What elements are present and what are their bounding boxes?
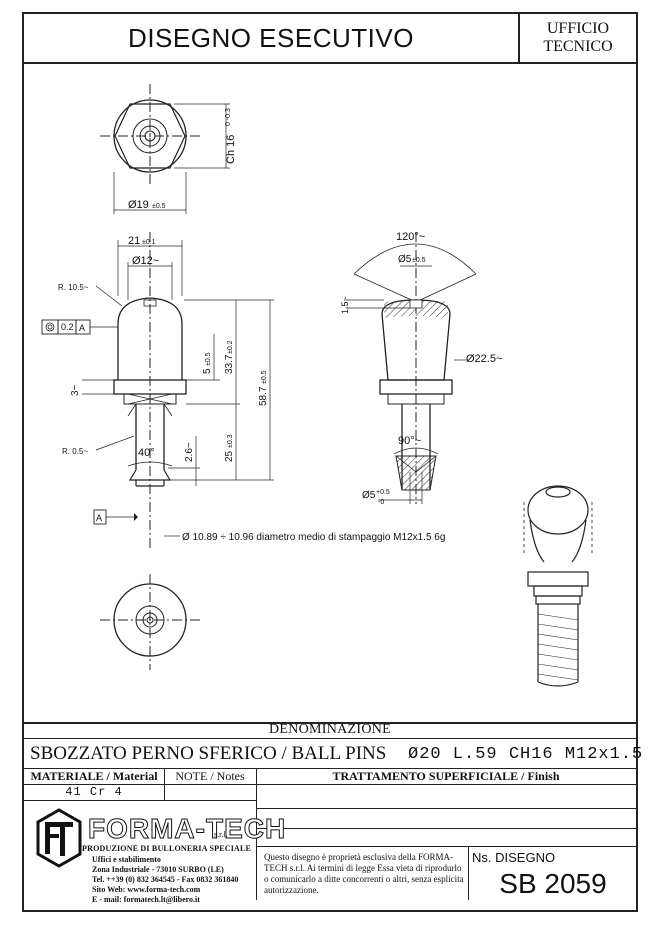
tb-rule-3 bbox=[24, 784, 636, 785]
hex-dim-tol: 0 -0.3 bbox=[225, 108, 232, 126]
tb-rule-2 bbox=[24, 768, 636, 769]
drawing-number: SB 2059 bbox=[499, 868, 607, 899]
ball225-label: Ø22.5~ bbox=[466, 353, 502, 365]
front-view: 21 ±0.1 Ø12~ R. 10.5~ 0.2 A 3~ 5 ±0.5 33… bbox=[41, 232, 445, 548]
hole-dia-tol: ±0.5 bbox=[412, 257, 426, 264]
address-line: Tel. ++39 (0) 832 364545 - Fax 0832 3618… bbox=[92, 875, 239, 884]
thread-note: Ø 10.89 ÷ 10.96 diametro medio di stampa… bbox=[182, 532, 445, 543]
isometric-view bbox=[523, 485, 593, 687]
tb-col-2 bbox=[256, 768, 257, 900]
tb-rule-5 bbox=[256, 808, 636, 809]
company-logo-icon bbox=[36, 808, 82, 868]
dim25-label: 25 bbox=[224, 450, 235, 462]
width21-tol: ±0.1 bbox=[142, 239, 156, 246]
note-header: NOTE / Notes bbox=[175, 768, 245, 783]
drawing-title: DISEGNO ESECUTIVO bbox=[128, 22, 414, 53]
top-dia-label: Ø19 bbox=[128, 199, 149, 211]
dim337-tol: ±0.2 bbox=[227, 340, 234, 354]
company-name: FORMA-TECH bbox=[87, 813, 287, 845]
dim5-label: 5 bbox=[202, 368, 213, 374]
finish-header: TRATTAMENTO SUPERFICIALE / Finish bbox=[332, 768, 560, 783]
concentricity-value: 0.2 bbox=[61, 322, 74, 332]
drawing-number-label: Ns. DISEGNO bbox=[472, 849, 556, 865]
angle120-label: 120°~ bbox=[396, 231, 425, 243]
tb-col-3 bbox=[468, 846, 469, 900]
dim26-label: 2.6~ bbox=[184, 442, 195, 462]
address-line: Zona Industriale - 73010 SURBO (LE) bbox=[92, 865, 224, 874]
part-spec: Ø20 L.59 CH16 M12x1.5 bbox=[408, 744, 644, 764]
denominazione-label: DENOMINAZIONE bbox=[268, 722, 392, 737]
office-label: UFFICIO TECNICO bbox=[520, 14, 636, 62]
dim337-label: 33.7 bbox=[224, 354, 235, 374]
hex-dim-label: Ch 16 bbox=[225, 135, 237, 164]
hole-dia-label: Ø5 bbox=[398, 254, 412, 265]
top-view: Ch 16 0 -0.3 Ø19 ±0.5 bbox=[100, 84, 237, 214]
legal-notice: Questo disegno è proprietà esclusiva del… bbox=[264, 852, 464, 895]
company-address: Uffici e stabilimento Zona Industriale -… bbox=[92, 855, 238, 905]
ball12-label: Ø12~ bbox=[132, 255, 159, 267]
angle40-label: 40° bbox=[138, 447, 155, 459]
tb-rule-7 bbox=[256, 846, 636, 847]
drawing-frame bbox=[22, 12, 638, 912]
header-bottom-divider bbox=[24, 62, 636, 64]
company-tagline: PRODUZIONE DI BULLONERIA SPECIALE bbox=[82, 843, 252, 853]
depth-label: 1.5~ bbox=[340, 296, 350, 314]
header-divider bbox=[518, 14, 520, 62]
dim587-label: 58.7 bbox=[258, 386, 269, 406]
company-suffix: s.r.l. bbox=[214, 829, 228, 839]
section-view: 120°~ Ø5 ±0.5 1.5~ Ø22.5~ 90°~ Ø5 +0.5 -… bbox=[340, 231, 502, 506]
width21-label: 21 bbox=[128, 235, 140, 247]
office-line-1: UFFICIO bbox=[546, 20, 610, 37]
materiale-header: MATERIALE / Material bbox=[30, 768, 158, 783]
dim5-tol: ±0.5 bbox=[205, 352, 212, 366]
technical-drawing: Ch 16 0 -0.3 Ø19 ±0.5 21 ±0.1 bbox=[41, 84, 593, 687]
bottom-hole-tol-up: +0.5 bbox=[376, 489, 390, 496]
angle90-label: 90°~ bbox=[398, 435, 421, 447]
office-line-2: TECNICO bbox=[543, 38, 613, 55]
bottom-hole-label: Ø5 bbox=[362, 490, 376, 501]
material-value: 41 Cr 4 bbox=[65, 785, 123, 799]
bottom-view bbox=[100, 574, 200, 670]
part-name: SBOZZATO PERNO SFERICO / BALL PINS bbox=[30, 743, 387, 764]
radius-neck-label: R. 0.5~ bbox=[62, 447, 88, 456]
bottom-hole-tol-dn: -0 bbox=[378, 499, 384, 506]
tb-top-rule bbox=[24, 722, 636, 724]
tb-rule-6 bbox=[256, 828, 636, 829]
dim25-tol: ±0.3 bbox=[227, 434, 234, 448]
tb-col-1 bbox=[164, 768, 165, 800]
tb-rule-4 bbox=[24, 800, 256, 801]
concentricity-datum: A bbox=[79, 323, 85, 333]
top-dia-tol: ±0.5 bbox=[152, 203, 166, 210]
radius-top-label: R. 10.5~ bbox=[58, 283, 89, 292]
dim587-tol: ±0.5 bbox=[261, 370, 268, 384]
datum-a-label: A bbox=[96, 513, 102, 523]
address-line: Sito Web: www.forma-tech.com bbox=[92, 885, 201, 894]
address-line: Uffici e stabilimento bbox=[92, 855, 161, 864]
tb-rule-1 bbox=[24, 738, 636, 739]
address-line: E - mail: formatech.lt@libero.it bbox=[92, 895, 200, 904]
flange-h-label: 3~ bbox=[70, 384, 81, 396]
